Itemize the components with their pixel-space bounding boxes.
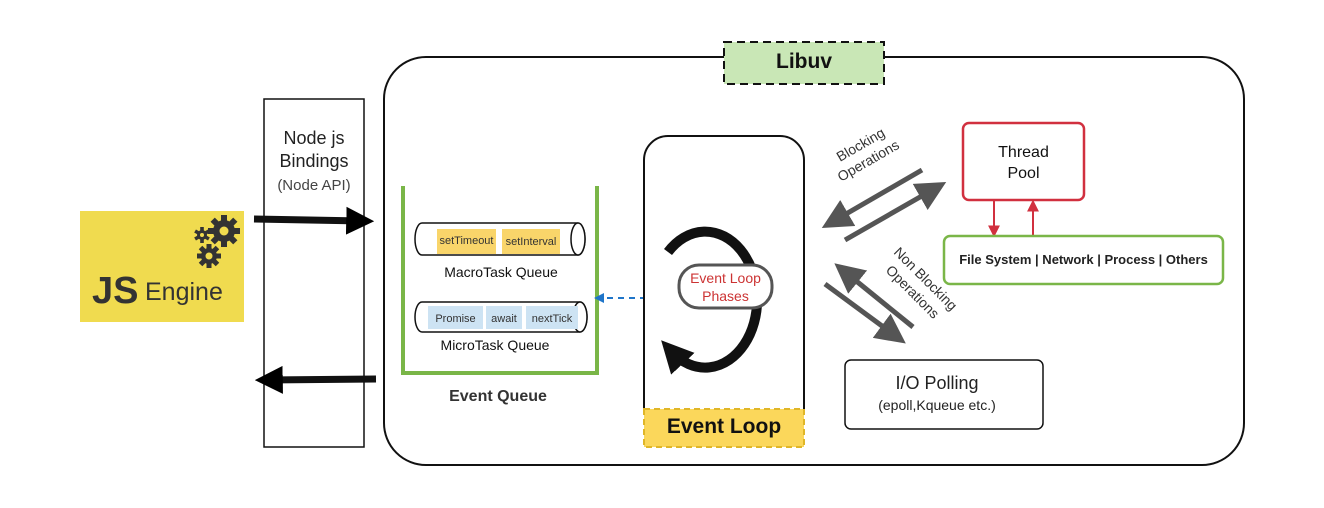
libuv-title: Libuv — [776, 50, 832, 73]
microtask-item-nexttick-label: nextTick — [532, 313, 573, 325]
microtask-queue-label: MicroTask Queue — [441, 337, 550, 353]
nonblocking-from-io-arrow — [834, 263, 915, 329]
js-engine-label: Engine — [145, 278, 223, 306]
libuv-title-tag — [723, 41, 885, 85]
macrotask-item-setinterval — [502, 229, 560, 254]
io-polling-title: I/O Polling — [895, 373, 978, 393]
microtask-item-promise — [428, 306, 483, 329]
macrotask-item-settimeout-label: setTimeout — [439, 235, 493, 247]
microtask-item-nexttick — [526, 306, 578, 329]
microtask-queue: Promise await nextTick — [414, 301, 588, 333]
thread-pool-box — [961, 121, 1086, 202]
event-loop-phases-box — [677, 263, 774, 310]
blocking-from-threadpool-arrow — [821, 167, 924, 229]
resources-box — [942, 234, 1225, 286]
blocking-to-threadpool-arrow — [843, 182, 947, 243]
macrotask-queue: setTimeout setInterval — [414, 222, 586, 256]
event-loop-title-box — [643, 408, 805, 448]
macrotask-item-setinterval-label: setInterval — [506, 236, 557, 248]
microtask-item-await — [486, 306, 522, 329]
event-queue-title: Event Queue — [449, 388, 547, 405]
thread-pool-line2: Pool — [1007, 165, 1039, 182]
js-engine-badge-text: JS — [92, 270, 138, 312]
resources-label: File System | Network | Process | Others — [959, 252, 1208, 267]
node-bindings-line2: Bindings — [279, 151, 348, 171]
event-loop-title: Event Loop — [667, 415, 781, 438]
macrotask-item-settimeout — [437, 229, 496, 254]
gear-icon — [208, 215, 240, 247]
io-polling-box — [844, 359, 1044, 430]
libuv-to-engine-arrow — [254, 365, 377, 394]
js-engine-logo: JS Engine — [80, 211, 244, 322]
io-polling-subtitle: (epoll,Kqueue etc.) — [878, 397, 996, 413]
gear-icon — [197, 244, 221, 268]
event-loop-phases-line2: Phases — [702, 288, 749, 304]
node-bindings-line3: (Node API) — [277, 177, 350, 194]
thread-pool-line1: Thread — [998, 144, 1049, 161]
macrotask-queue-label: MacroTask Queue — [444, 264, 558, 280]
event-loop-phases-line1: Event Loop — [690, 270, 761, 286]
event-queue-container — [401, 186, 599, 375]
microtask-item-promise-label: Promise — [435, 313, 475, 325]
gear-icon — [194, 227, 210, 243]
node-bindings-line1: Node js — [283, 128, 344, 148]
engine-to-libuv-arrow — [253, 206, 375, 235]
microtask-item-await-label: await — [491, 313, 517, 325]
